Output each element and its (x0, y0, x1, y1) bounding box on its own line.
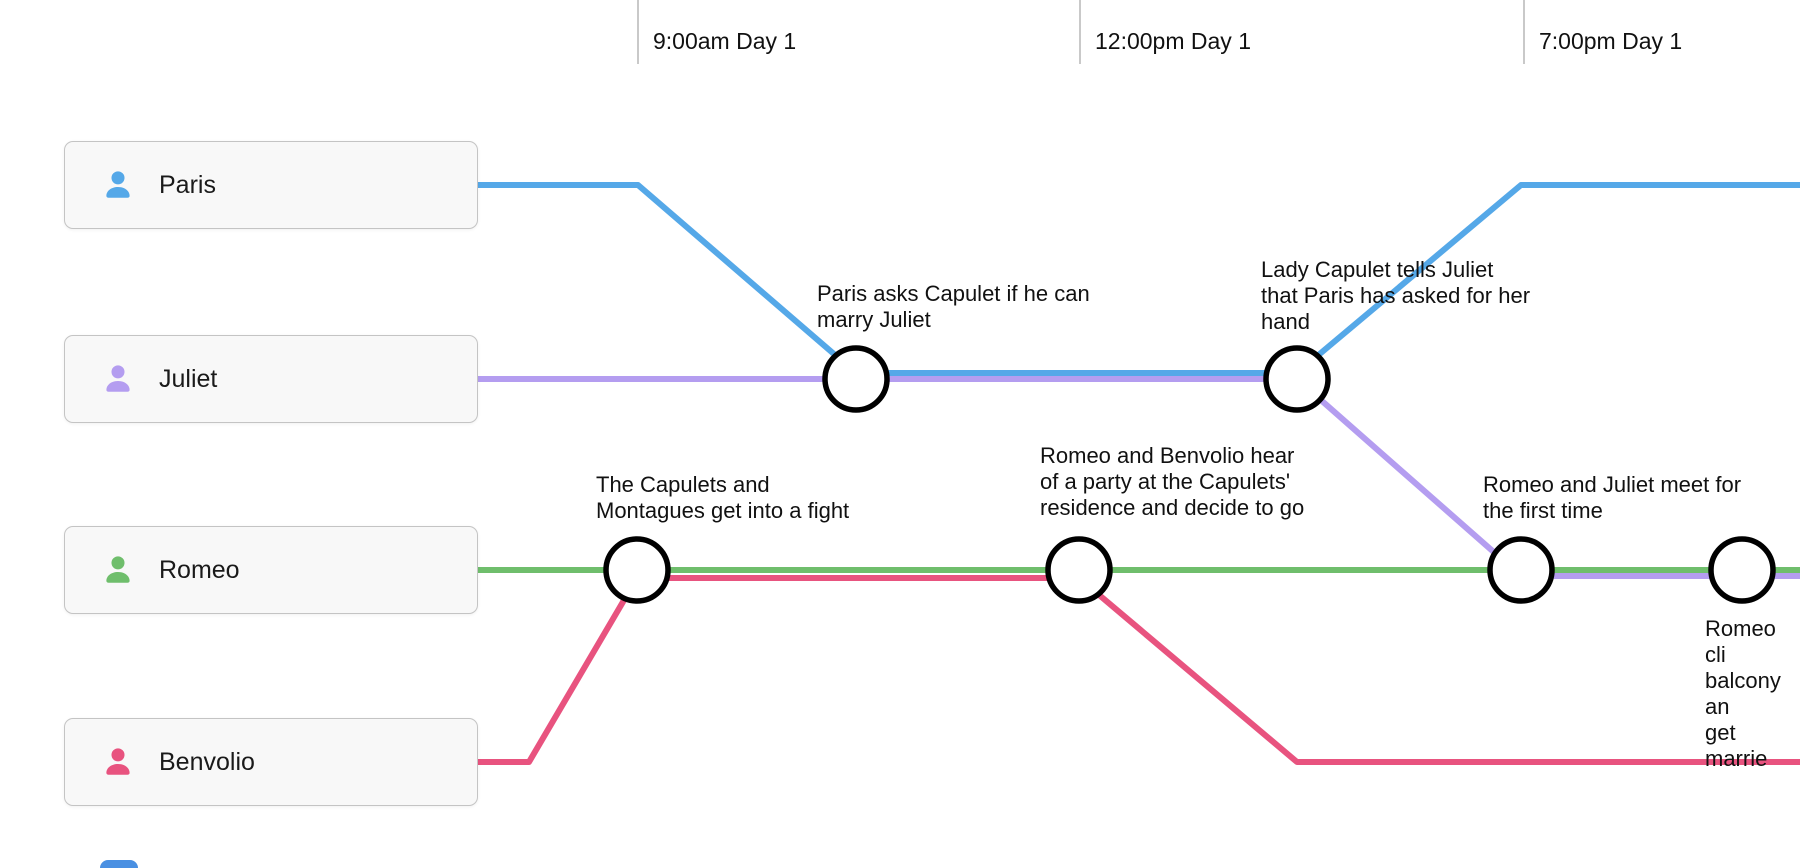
event-node-1[interactable] (822, 345, 890, 413)
person-icon (106, 556, 130, 583)
event-node-4[interactable] (1045, 536, 1113, 604)
character-name-benvolio: Benvolio (159, 747, 255, 776)
character-name-juliet: Juliet (159, 364, 218, 393)
event-label-3: The Capulets and Montagues get into a fi… (596, 472, 850, 523)
person-icon (106, 171, 130, 198)
event-node-6[interactable] (1708, 536, 1776, 604)
event-label-5: Romeo and Juliet meet for the first time (1483, 472, 1742, 523)
paris-storyline (475, 182, 1800, 376)
event-label-2: Lady Capulet tells Juliet that Paris has… (1261, 257, 1531, 334)
horizontal-scrollbar-thumb[interactable] (100, 860, 138, 868)
event-label-1: Paris asks Capulet if he can marry Julie… (817, 281, 1090, 332)
character-name-romeo: Romeo (159, 555, 240, 584)
event-node-5[interactable] (1487, 536, 1555, 604)
event-label-6: Romeo cli balcony an get marrie (1705, 616, 1781, 771)
person-icon (106, 748, 130, 775)
character-name-paris: Paris (159, 170, 216, 199)
timeline-tick-label-2: 12:00pm Day 1 (1095, 28, 1251, 54)
character-card-romeo[interactable]: Romeo (64, 526, 478, 614)
event-label-4: Romeo and Benvolio hear of a party at th… (1040, 443, 1305, 520)
character-card-benvolio[interactable]: Benvolio (64, 718, 478, 806)
character-card-juliet[interactable]: Juliet (64, 335, 478, 423)
event-node-3[interactable] (603, 536, 671, 604)
timeline-gridline-2 (1079, 0, 1081, 64)
person-icon (106, 365, 130, 392)
timeline-gridline-1 (637, 0, 639, 64)
timeline-tick-label-3: 7:00pm Day 1 (1539, 28, 1683, 54)
event-node-2[interactable] (1263, 345, 1331, 413)
benvolio-storyline (475, 575, 1800, 765)
timeline-tick-label-1: 9:00am Day 1 (653, 28, 797, 54)
timeline-gridline-3 (1523, 0, 1525, 64)
character-card-paris[interactable]: Paris (64, 141, 478, 229)
